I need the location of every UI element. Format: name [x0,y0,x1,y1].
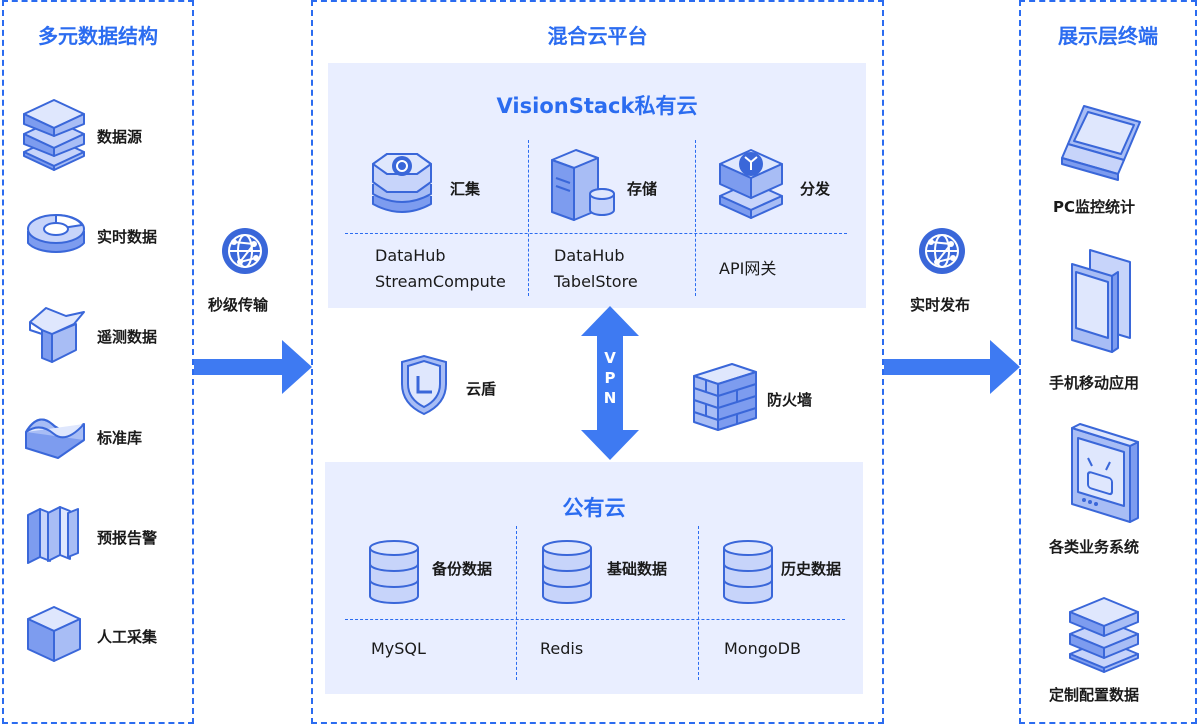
arrow-left-label: 秒级传输 [208,296,269,314]
vpn-label: VPN [603,349,617,407]
left-item-label: 实时数据 [97,228,158,246]
monitor-icon [1071,423,1139,523]
right-item-label: PC监控统计 [1053,198,1136,216]
cube-icon [27,606,81,662]
module-tech: StreamCompute [375,272,506,291]
globe-icon [919,228,965,274]
module-tech: API网关 [719,259,777,278]
wave-slab-icon [25,418,85,459]
module-tech: DataHub [375,246,446,265]
phone-icon [1071,249,1131,353]
vpn-arrow [581,306,639,460]
database-icon [542,540,592,604]
server-icon [551,149,615,221]
module-label: 备份数据 [432,560,493,578]
distribute-icon [719,149,783,219]
center-column [311,0,884,724]
private-cloud-title: VisionStack私有云 [496,94,698,118]
stack-layers-icon [1069,597,1139,673]
pie-cylinder-icon [27,214,85,253]
transfer-arrow-right [884,340,1020,394]
database-icon [369,540,419,604]
right-item-label: 手机移动应用 [1049,374,1140,392]
right-item-label: 各类业务系统 [1049,538,1140,556]
stack-layers-icon [23,99,85,171]
module-label: 历史数据 [781,560,842,578]
left-item-label: 人工采集 [97,628,158,646]
center-column-title: 混合云平台 [547,24,648,48]
left-column [2,0,194,724]
divider [695,140,696,296]
divider [345,619,845,620]
module-tech: TabelStore [554,272,638,291]
laptop-icon [1061,105,1141,181]
module-label: 存储 [627,180,658,198]
right-column [1019,0,1197,724]
left-item-label: 数据源 [97,128,143,146]
module-label: 汇集 [450,180,481,198]
module-tech: DataHub [554,246,625,265]
transfer-arrow-left [194,340,312,394]
module-label: 分发 [800,180,831,198]
public-cloud-title: 公有云 [562,496,626,520]
left-item-label: 预报告警 [97,529,158,547]
shield-icon [401,354,447,416]
module-tech: MySQL [371,639,426,658]
module-tech: Redis [540,639,584,658]
left-column-title: 多元数据结构 [38,24,158,48]
divider [345,233,847,234]
firewall-icon [693,363,757,431]
module-label: 基础数据 [607,560,668,578]
divider [698,526,699,680]
cross-block-icon [29,307,85,363]
arrow-right-label: 实时发布 [910,296,971,314]
shield-label: 云盾 [466,380,497,398]
firewall-label: 防火墙 [767,391,813,409]
panels-icon [27,506,79,564]
left-item-label: 标准库 [97,429,143,447]
divider [516,526,517,680]
divider [528,140,529,296]
globe-icon [222,228,268,274]
right-column-title: 展示层终端 [1058,24,1158,48]
right-item-label: 定制配置数据 [1049,686,1140,704]
collect-icon [372,153,432,213]
module-tech: MongoDB [724,639,801,658]
database-icon [723,540,773,604]
left-item-label: 遥测数据 [97,328,158,346]
